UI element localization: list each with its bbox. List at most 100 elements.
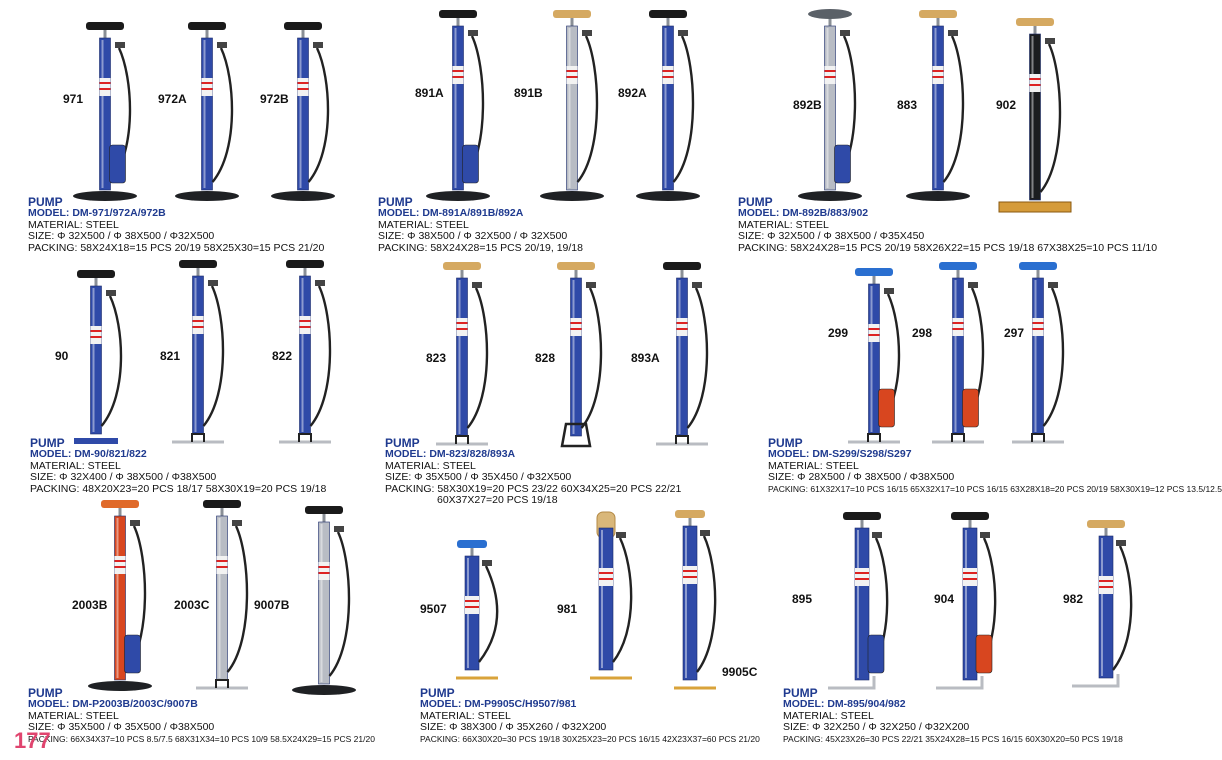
size-line: SIZE: Φ 38X500 / Φ 32X500 / Φ 32X500 <box>378 230 568 242</box>
pump-illustration <box>426 10 490 201</box>
product-title: PUMP <box>420 686 455 700</box>
pump-illustration <box>436 262 489 446</box>
packing-line: PACKING: 61X32X17=10 PCS 16/15 65X32X17=… <box>768 483 1222 494</box>
material-line: MATERIAL: STEEL <box>783 709 874 722</box>
size-line: SIZE: Φ 28X500 / Φ 38X500 / Φ38X500 <box>768 471 955 483</box>
model-number-label: 972A <box>158 92 187 106</box>
material-line: MATERIAL: STEEL <box>385 459 476 472</box>
model-number-label: 891B <box>514 86 543 100</box>
model-number-label: 2003B <box>72 598 108 612</box>
material-line: MATERIAL: STEEL <box>738 218 829 231</box>
pump-illustration <box>292 506 356 695</box>
model-number-label: 902 <box>996 98 1017 112</box>
pump-illustration <box>175 22 239 201</box>
product-title: PUMP <box>783 686 818 700</box>
model-number-label: 883 <box>897 98 918 112</box>
model-number-label: 90 <box>55 349 69 363</box>
pump-illustrations <box>73 9 1133 695</box>
product-title: PUMP <box>768 436 803 450</box>
size-line: SIZE: Φ 35X500 / Φ 35X450 / Φ32X500 <box>385 471 572 483</box>
pump-illustration <box>848 268 901 444</box>
model-number-label: 895 <box>792 592 813 606</box>
pump-illustration <box>656 262 709 446</box>
packing-line: PACKING: 48X20X23=20 PCS 18/17 58X30X19=… <box>30 482 327 495</box>
model-number-label: 972B <box>260 92 289 106</box>
packing-line: PACKING: 45X23X26=30 PCS 22/21 35X24X28=… <box>783 733 1123 744</box>
product-title: PUMP <box>378 195 413 209</box>
pump-illustration <box>1012 262 1065 444</box>
product-title: PUMP <box>385 436 420 450</box>
pump-illustration <box>998 18 1072 213</box>
pump-illustration <box>279 260 332 444</box>
packing-line: PACKING: 58X24X28=15 PCS 20/19 58X26X22=… <box>738 241 1158 254</box>
pump-illustration <box>73 22 137 201</box>
pump-illustration <box>590 511 633 680</box>
material-line: MATERIAL: STEEL <box>28 709 119 722</box>
pump-illustration <box>196 500 249 690</box>
model-number-label: 982 <box>1063 592 1084 606</box>
model-line: MODEL: DM-892B/883/902 <box>738 207 869 219</box>
model-line: MODEL: DM-P9905C/H9507/981 <box>420 698 577 710</box>
model-number-label: 9007B <box>254 598 290 612</box>
product-title: PUMP <box>738 195 773 209</box>
packing-line: PACKING: 66X30X20=30 PCS 19/18 30X25X23=… <box>420 733 760 744</box>
pump-illustration <box>798 9 862 201</box>
model-line: MODEL: DM-895/904/982 <box>783 698 906 710</box>
product-title: PUMP <box>28 195 63 209</box>
size-line: SIZE: Φ 32X400 / Φ 38X500 / Φ38X500 <box>30 471 217 483</box>
size-line: SIZE: Φ 32X500 / Φ 38X500 / Φ35X450 <box>738 230 925 242</box>
pump-illustration <box>932 262 985 444</box>
pump-illustration <box>674 510 717 690</box>
packing-line: PACKING: 66X34X37=10 PCS 8.5/7.5 68X31X3… <box>28 733 375 744</box>
size-line: SIZE: Φ 35X500 / Φ 35X500 / Φ38X500 <box>28 721 215 733</box>
pump-illustration <box>906 10 970 201</box>
size-line: SIZE: Φ 38X300 / Φ 35X260 / Φ32X200 <box>420 721 607 733</box>
material-line: MATERIAL: STEEL <box>768 459 859 472</box>
material-line: MATERIAL: STEEL <box>420 709 511 722</box>
packing-line: PACKING: 58X24X28=15 PCS 20/19, 19/18 <box>378 241 583 254</box>
pump-illustration <box>172 260 225 444</box>
model-line: MODEL: DM-P2003B/2003C/9007B <box>28 698 198 710</box>
model-number-label: 892B <box>793 98 822 112</box>
material-line: MATERIAL: STEEL <box>28 218 119 231</box>
model-number-label: 821 <box>160 349 181 363</box>
pump-illustration <box>1072 520 1133 688</box>
model-number-label: 828 <box>535 351 556 365</box>
packing-line: PACKING: 58X30X19=20 PCS 23/22 60X34X25=… <box>385 482 682 495</box>
model-number-label: 9905C <box>722 665 758 679</box>
model-number-label: 981 <box>557 602 578 616</box>
page-number: 177 <box>14 728 51 753</box>
model-number-label: 822 <box>272 349 293 363</box>
model-number-label: 823 <box>426 351 447 365</box>
model-number-label: 9507 <box>420 602 447 616</box>
pump-illustration <box>540 10 604 201</box>
model-number-label: 891A <box>415 86 444 100</box>
pump-illustration <box>828 512 889 690</box>
pump-illustration <box>271 22 335 201</box>
material-line: MATERIAL: STEEL <box>30 459 121 472</box>
model-number-label: 904 <box>934 592 955 606</box>
model-line: MODEL: DM-90/821/822 <box>30 448 147 460</box>
pump-illustration <box>557 262 603 448</box>
size-line: SIZE: Φ 32X500 / Φ 38X500 / Φ32X500 <box>28 230 215 242</box>
model-number-label: 892A <box>618 86 647 100</box>
model-number-label: 299 <box>828 326 849 340</box>
pump-illustration <box>636 10 700 201</box>
model-number-label: 297 <box>1004 326 1025 340</box>
model-line: MODEL: DM-971/972A/972B <box>28 207 166 219</box>
material-line: MATERIAL: STEEL <box>378 218 469 231</box>
model-number-label: 2003C <box>174 598 210 612</box>
packing-line: 60X37X27=20 PCS 19/18 <box>437 494 558 506</box>
size-line: SIZE: Φ 32X250 / Φ 32X250 / Φ32X200 <box>783 721 970 733</box>
product-title: PUMP <box>28 686 63 700</box>
model-line: MODEL: DM-823/828/893A <box>385 448 516 460</box>
packing-line: PACKING: 58X24X18=15 PCS 20/19 58X25X30=… <box>28 241 325 254</box>
